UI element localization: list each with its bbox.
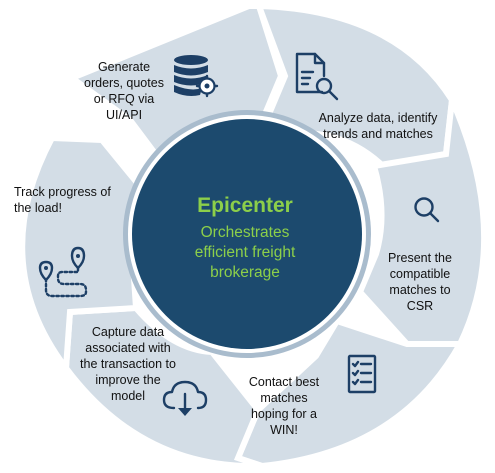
step-label-line: hoping for a: [251, 407, 317, 421]
cycle-ring: [19, 2, 488, 470]
step-label-line: WIN!: [270, 423, 298, 437]
center-subtitle-line-3: brokerage: [210, 264, 280, 281]
step-label-line: UI/API: [106, 108, 142, 122]
cloud-download-icon: [162, 380, 208, 416]
step-track-progress: Track progress of the load!: [14, 185, 111, 298]
center-title: Epicenter: [197, 194, 293, 217]
document-search-icon: [295, 52, 339, 101]
step-label-line: Capture data: [92, 325, 164, 339]
step-label-line: matches: [260, 391, 307, 405]
step-contact-matches: Contact best matches hoping for a WIN!: [249, 354, 377, 437]
step-generate-orders: Generate orders, quotes or RFQ via UI/AP…: [84, 55, 219, 122]
step-label-line: CSR: [407, 299, 433, 313]
step-label-line: orders, quotes: [84, 76, 164, 90]
checklist-icon: [347, 354, 377, 394]
center-subtitle-line-2: efficient freight: [195, 244, 296, 261]
step-label-line: model: [111, 389, 145, 403]
step-label-line: compatible: [390, 267, 450, 281]
center-hub: Epicenter Orchestrates efficient freight…: [123, 110, 371, 358]
step-label-line: Analyze data, identify: [319, 111, 439, 125]
step-label-line: the load!: [14, 201, 62, 215]
step-label-line: Present the: [388, 251, 452, 265]
step-label-line: the transaction to: [80, 357, 176, 371]
magnifier-icon: [414, 197, 440, 223]
step-label-line: or RFQ via: [94, 92, 154, 106]
step-label-line: associated with: [85, 341, 171, 355]
center-disc: [132, 119, 362, 349]
route-pin-icon: [38, 246, 88, 298]
step-label-line: improve the: [95, 373, 160, 387]
step-label-line: Generate: [98, 60, 150, 74]
step-capture-data: Capture data associated with the transac…: [80, 325, 208, 416]
center-subtitle-line-1: Orchestrates: [201, 224, 290, 241]
step-label-line: Track progress of: [14, 185, 111, 199]
database-gear-icon: [174, 55, 219, 98]
step-label-line: trends and matches: [323, 127, 433, 141]
step-analyze-data: Analyze data, identify trends and matche…: [295, 52, 439, 141]
step-label-line: matches to: [389, 283, 450, 297]
step-present-matches: Present the compatible matches to CSR: [388, 197, 452, 313]
step-label-line: Contact best: [249, 375, 320, 389]
